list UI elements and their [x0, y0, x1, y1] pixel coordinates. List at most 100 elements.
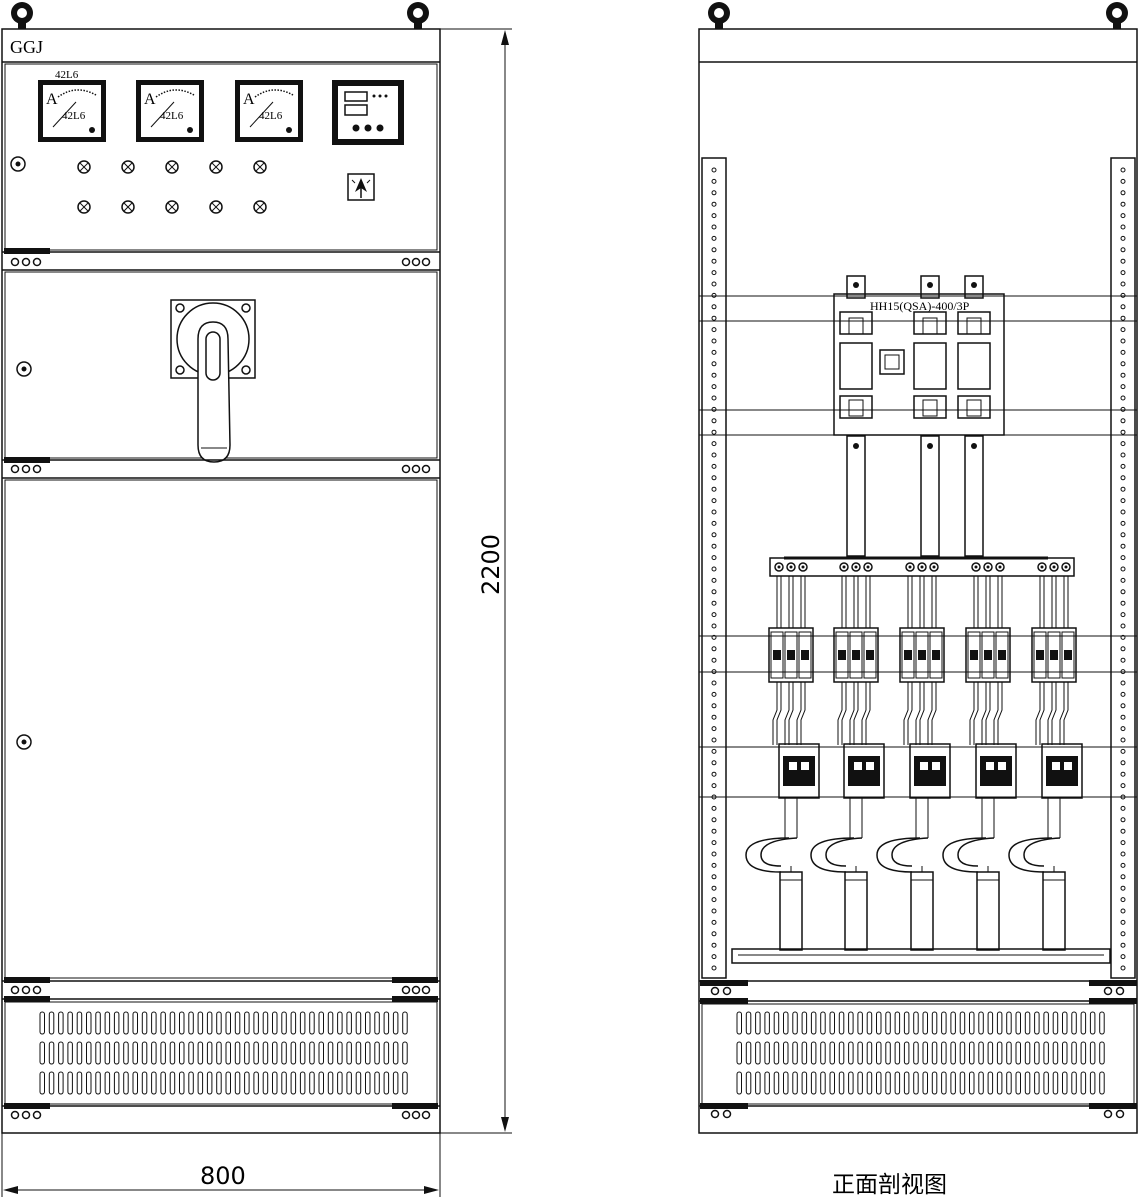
vent-slot	[337, 1071, 343, 1095]
rail-hole	[1120, 418, 1126, 424]
vent-slot	[1099, 1071, 1105, 1095]
rail-hole	[1120, 783, 1126, 789]
rail-hole	[1120, 349, 1126, 355]
vent-slot	[76, 1041, 83, 1065]
vent-panel	[4, 1001, 438, 1105]
vent-slot	[206, 1041, 213, 1065]
rail-hole	[1120, 931, 1126, 937]
vent-slot	[374, 1041, 380, 1065]
vent-slot	[169, 1071, 176, 1095]
vent-slot	[39, 1041, 45, 1065]
rail-hole	[711, 817, 717, 823]
vent-slot	[764, 1071, 770, 1095]
vent-slot	[104, 1011, 111, 1035]
rail-hole	[711, 783, 717, 789]
rail-hole	[711, 577, 717, 583]
left-mounting-rail	[701, 157, 727, 979]
vent-slot	[197, 1041, 204, 1065]
rail-hole	[1120, 737, 1126, 743]
vent-slot	[1006, 1011, 1012, 1035]
vent-slot	[1071, 1011, 1077, 1035]
rail-hole	[711, 315, 717, 321]
rail-hole	[711, 874, 717, 880]
vent-slot	[290, 1071, 297, 1095]
rail-hole	[1120, 406, 1126, 412]
vent-slot	[160, 1011, 166, 1035]
rail-hole	[1120, 281, 1126, 287]
vent-slot	[113, 1041, 120, 1065]
vent-slot	[764, 1041, 770, 1065]
height-dimension: 2200	[440, 28, 512, 1134]
vent-slot	[197, 1011, 204, 1035]
vent-slot	[95, 1011, 101, 1035]
rail-hole	[711, 281, 717, 287]
vent-slot	[969, 1071, 975, 1095]
vent-slot	[1089, 1071, 1096, 1095]
rail-hole	[711, 247, 717, 253]
indicator-lamp	[77, 160, 91, 174]
vent-slot	[160, 1041, 166, 1065]
vent-slot	[216, 1011, 222, 1035]
rail-hole	[1120, 657, 1126, 663]
rail-hole	[711, 589, 717, 595]
vent-slot	[810, 1041, 817, 1065]
rail-hole	[1120, 817, 1126, 823]
rail-hole	[1120, 771, 1126, 777]
vent-slot	[225, 1011, 231, 1035]
vent-slot	[188, 1071, 194, 1095]
lifting-eye-right-2	[1106, 2, 1128, 29]
branch-circuit	[1008, 562, 1083, 951]
vent-slot	[745, 1041, 752, 1065]
vent-slot	[941, 1011, 947, 1035]
vent-slot	[894, 1071, 901, 1095]
rail-hole	[1120, 919, 1126, 925]
vent-slot	[1052, 1071, 1059, 1095]
rail-hole	[711, 498, 717, 504]
vent-slot	[113, 1011, 120, 1035]
vent-slot	[1062, 1011, 1068, 1035]
vent-slot	[225, 1041, 231, 1065]
vent-slot	[1015, 1041, 1021, 1065]
svg-text:A: A	[243, 91, 255, 108]
right-mounting-rail	[1110, 157, 1136, 979]
rail-hole	[1120, 486, 1126, 492]
rail-hole	[1120, 190, 1126, 196]
vent-slot	[996, 1011, 1003, 1035]
rail-hole	[711, 908, 717, 914]
vent-slot	[829, 1041, 835, 1065]
switch-label: HH15(QSA)-400/3P	[870, 299, 970, 313]
cabinet-outline	[1, 28, 441, 1134]
indicator-lamp	[209, 200, 223, 214]
vent-slot	[58, 1041, 64, 1065]
rail-hole	[1120, 361, 1126, 367]
vent-slot	[355, 1041, 362, 1065]
vent-slot	[866, 1011, 873, 1035]
rail-hole	[1120, 372, 1126, 378]
rail-hole	[1120, 292, 1126, 298]
indicator-lamp	[165, 160, 179, 174]
vent-slot	[337, 1011, 343, 1035]
vent-slot	[1080, 1011, 1087, 1035]
vent-slot	[169, 1041, 176, 1065]
vent-slot	[866, 1041, 873, 1065]
vent-slot	[67, 1011, 73, 1035]
vent-slot	[281, 1041, 287, 1065]
rail-hole	[1120, 748, 1126, 754]
vent-slot	[736, 1041, 742, 1065]
vent-slot	[346, 1071, 352, 1095]
vent-slot	[216, 1041, 222, 1065]
rail-hole	[711, 862, 717, 868]
vent-slot	[299, 1041, 306, 1065]
vent-slot	[1034, 1041, 1040, 1065]
vent-slot	[1052, 1011, 1059, 1035]
rail-hole	[1120, 270, 1126, 276]
vent-slot	[383, 1071, 390, 1095]
rail-hole	[711, 270, 717, 276]
vent-slot	[392, 1071, 399, 1095]
vent-slot	[374, 1011, 380, 1035]
vent-slot	[1034, 1011, 1040, 1035]
branch-circuit	[942, 562, 1017, 951]
vent-slot	[783, 1041, 789, 1065]
vent-slot	[810, 1071, 817, 1095]
